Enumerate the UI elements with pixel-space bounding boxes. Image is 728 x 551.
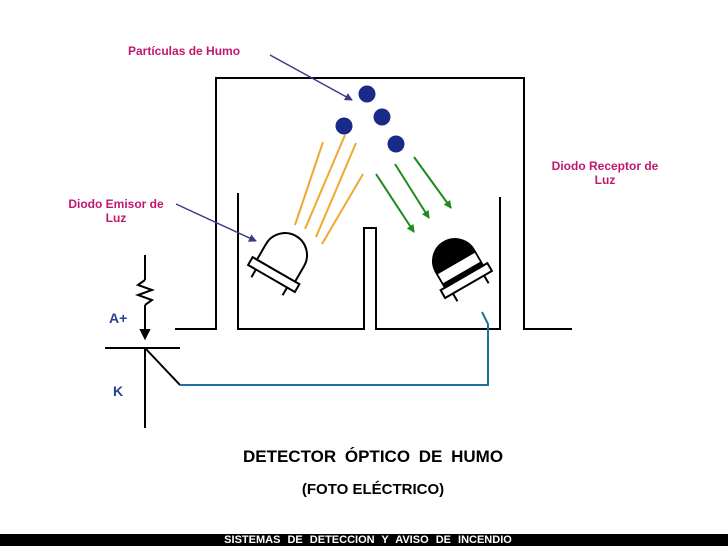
label-anode: A+ bbox=[109, 310, 128, 326]
footer-text: SISTEMAS DE DETECCION Y AVISO DE INCENDI… bbox=[224, 534, 512, 546]
label-receiver-diode: Diodo Receptor de Luz bbox=[540, 159, 670, 188]
emitter-leader-line bbox=[175, 203, 257, 242]
smoke-particle bbox=[358, 85, 376, 103]
diagram-subtitle: (FOTO ELÉCTRICO) bbox=[301, 481, 445, 498]
label-emitter-diode: Diodo Emisor de Luz bbox=[58, 197, 174, 226]
label-smoke-particles: Partículas de Humo bbox=[128, 44, 241, 58]
label-receiver-line1: Diodo Receptor de bbox=[551, 159, 659, 173]
phototransistor-symbol bbox=[105, 255, 181, 428]
emitted-light-rays bbox=[294, 134, 364, 245]
emitter-diode bbox=[246, 232, 308, 296]
label-receiver-line2: Luz bbox=[594, 173, 616, 188]
receiver-diode bbox=[432, 238, 494, 302]
diagram-title: DETECTOR ÓPTICO DE HUMO bbox=[242, 447, 504, 466]
smoke-particle bbox=[335, 117, 353, 135]
footer-bar bbox=[0, 534, 728, 546]
outer-chamber bbox=[175, 77, 572, 330]
label-emitter-line2: Luz bbox=[105, 211, 127, 226]
smoke-leader-line bbox=[269, 54, 353, 101]
reflected-light-rays bbox=[375, 156, 452, 233]
smoke-particle bbox=[387, 135, 405, 153]
label-emitter-line1: Diodo Emisor de bbox=[68, 197, 164, 211]
inner-chamber bbox=[237, 193, 501, 330]
label-cathode: K bbox=[113, 383, 124, 399]
circuit-wire bbox=[180, 311, 489, 386]
smoke-particles bbox=[335, 85, 405, 153]
smoke-particle bbox=[373, 108, 391, 126]
